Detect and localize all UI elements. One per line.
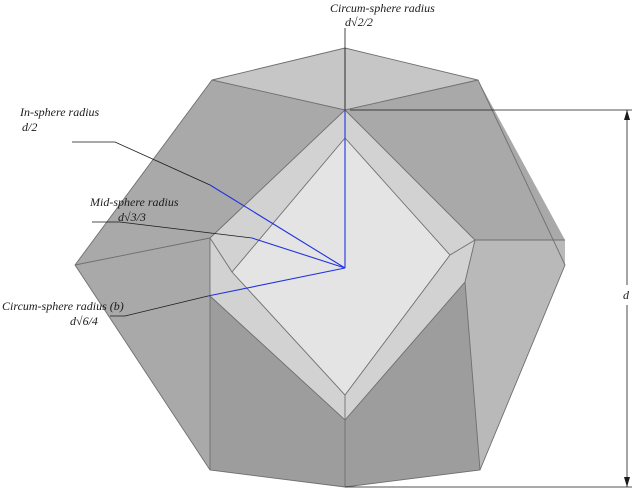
in-radius-title: In-sphere radius bbox=[19, 105, 100, 119]
radius-lines bbox=[207, 110, 346, 297]
text-labels: Circum-sphere radius d√2/2 In-sphere rad… bbox=[2, 1, 435, 328]
face-lower-right bbox=[345, 282, 480, 487]
face-right bbox=[465, 240, 565, 470]
radius-in bbox=[209, 184, 346, 269]
mid-radius-formula: d√3/3 bbox=[118, 210, 146, 224]
dimension-d: d bbox=[345, 109, 632, 488]
radius-mid bbox=[251, 237, 346, 269]
face-upper-left bbox=[75, 80, 345, 265]
face-top-right bbox=[345, 48, 478, 110]
face-top-left bbox=[212, 48, 345, 110]
dimension-label: d bbox=[623, 288, 630, 302]
face-left bbox=[75, 238, 210, 470]
radius-circum-b bbox=[207, 267, 346, 297]
mid-radius-title: Mid-sphere radius bbox=[89, 195, 179, 209]
polyhedron bbox=[74, 47, 566, 488]
circum-radius-formula: d√2/2 bbox=[345, 15, 373, 29]
leaders bbox=[72, 28, 346, 317]
face-upper-right bbox=[345, 80, 565, 240]
face-lower-left bbox=[210, 296, 345, 487]
circum-radius-title: Circum-sphere radius bbox=[330, 1, 435, 15]
circum-radius-b-formula: d√6/4 bbox=[70, 314, 98, 328]
circum-radius-b-title: Circum-sphere radius (b) bbox=[2, 299, 124, 313]
in-radius-formula: d/2 bbox=[22, 120, 37, 134]
